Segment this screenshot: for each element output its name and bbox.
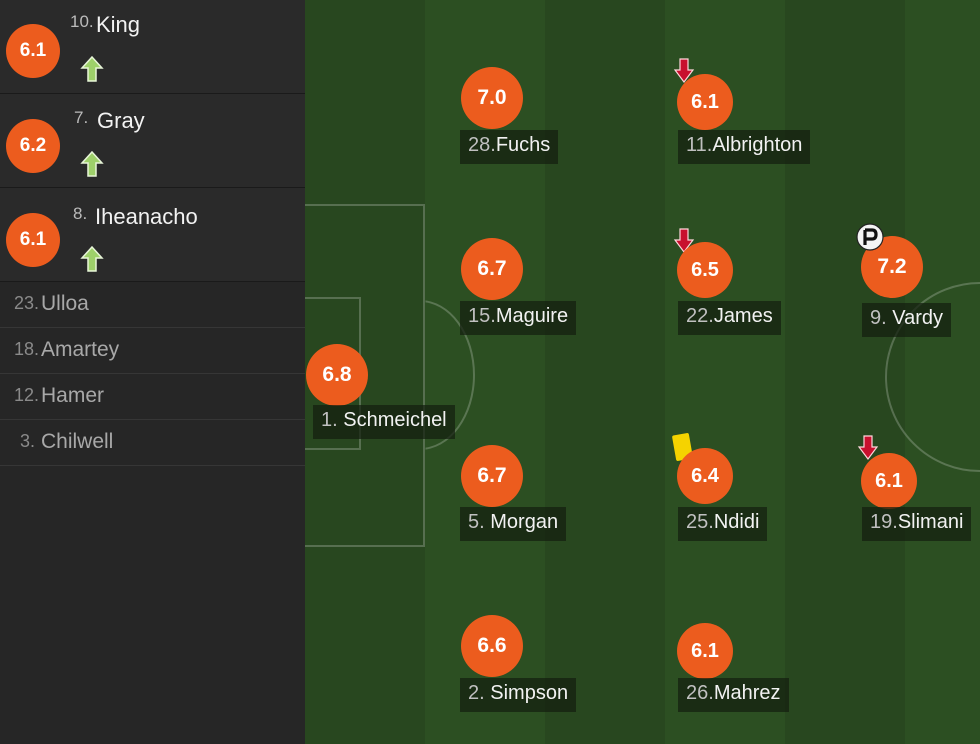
bench-row[interactable]: 12. Hamer [0, 374, 305, 420]
player-number: 7. [74, 108, 89, 127]
sub-off-arrow-icon [673, 58, 695, 83]
rating-badge: 6.8 [306, 344, 368, 406]
rating-badge: 6.1 [6, 24, 60, 78]
sub-on-arrow-icon [80, 245, 104, 272]
player-number: 2. [468, 682, 485, 704]
player-number: 10. [70, 12, 94, 31]
player-name: Fuchs [495, 134, 551, 156]
player-number: 15. [468, 305, 496, 327]
player-name: Ulloa [41, 292, 89, 315]
player-label: 9. Vardy [862, 303, 952, 337]
rating-badge: 6.1 [677, 623, 733, 679]
rating-badge: 6.4 [677, 448, 733, 504]
player-label: 15.Maguire [460, 301, 577, 335]
sub-off-arrow-icon [857, 435, 879, 460]
player-name: Slimani [897, 511, 964, 533]
sub-on-arrow-icon [80, 150, 104, 177]
rating-badge: 6.1 [677, 74, 733, 130]
player-name: James [713, 305, 773, 327]
player-number: 18. [14, 339, 40, 359]
sub-on-arrow-icon [80, 55, 104, 82]
substitute-row[interactable]: 6.2 7. Gray [0, 94, 305, 188]
player-name: Albrighton [712, 134, 803, 156]
player-label: 11.Albrighton [678, 130, 811, 164]
rating-badge: 6.5 [677, 242, 733, 298]
player-number: 22. [686, 305, 714, 327]
penalty-box [305, 204, 425, 547]
substitute-row[interactable]: 6.1 8. Iheanacho [0, 188, 305, 282]
player-number: 11. [686, 134, 713, 156]
rating-badge: 6.1 [861, 453, 917, 509]
player-number: 28. [468, 134, 496, 156]
player-name: Schmeichel [343, 409, 447, 431]
player-name: Simpson [490, 682, 569, 704]
player-number: 5. [468, 511, 485, 533]
player-label: 25.Ndidi [678, 507, 768, 541]
player-name: Ndidi [713, 511, 760, 533]
player-name: Chilwell [41, 430, 114, 453]
player-number: 9. [870, 307, 887, 329]
player-name: Gray [97, 108, 145, 133]
rating-badge: 7.0 [461, 67, 523, 129]
rating-badge: 6.7 [461, 445, 523, 507]
pitch: 7.0 28.Fuchs 6.1 11.Albrighton 6.7 15.Ma… [305, 0, 980, 744]
player-label: 2. Simpson [460, 678, 577, 712]
player-label: 19.Slimani [862, 507, 972, 541]
player-label: 28.Fuchs [460, 130, 559, 164]
player-name: Maguire [495, 305, 569, 327]
player-label: 1. Schmeichel [313, 405, 455, 439]
player-name: Vardy [892, 307, 944, 329]
bench-row[interactable]: 3. Chilwell [0, 420, 305, 466]
player-number: 12. [14, 385, 40, 405]
substitute-row[interactable]: 6.1 10. King [0, 0, 305, 94]
player-name: Hamer [41, 384, 105, 407]
penalty-ball-icon [856, 223, 884, 251]
rating-badge: 6.1 [6, 213, 60, 267]
bench-row[interactable]: 18. Amartey [0, 328, 305, 374]
player-number: 25. [686, 511, 714, 533]
player-label: 26.Mahrez [678, 678, 789, 712]
rating-badge: 6.2 [6, 119, 60, 173]
player-number: 23. [14, 293, 40, 313]
player-name: Morgan [490, 511, 559, 533]
substitutes-panel: 6.1 10. King 6.2 7. Gray 6.1 8. Iheanach… [0, 0, 305, 744]
player-name: King [96, 12, 141, 37]
player-number: 8. [73, 204, 88, 223]
player-name: Amartey [41, 338, 120, 361]
rating-badge: 6.6 [461, 615, 523, 677]
player-number: 26. [686, 682, 714, 704]
player-name: Iheanacho [95, 204, 198, 229]
player-name: Mahrez [713, 682, 781, 704]
player-number: 1. [321, 409, 338, 431]
player-number: 3. [20, 431, 36, 451]
player-number: 19. [870, 511, 898, 533]
bench-row[interactable]: 23. Ulloa [0, 282, 305, 328]
rating-badge: 6.7 [461, 238, 523, 300]
player-label: 5. Morgan [460, 507, 567, 541]
player-label: 22.James [678, 301, 781, 335]
